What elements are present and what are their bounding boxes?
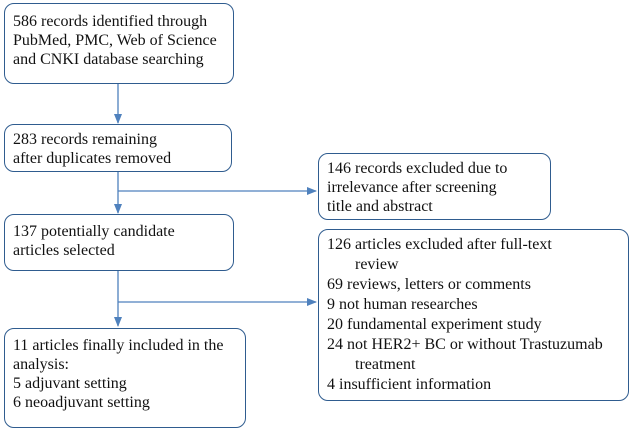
box-line: 126 articles excluded after full-text [327, 236, 552, 253]
box-line: after duplicates removed [13, 150, 172, 167]
box-candidates-selected: 137 potentially candidate articles selec… [4, 214, 234, 271]
box-line: 20 fundamental experiment study [327, 316, 542, 333]
box-line: 69 reviews, letters or comments [327, 276, 531, 293]
box-line: 137 potentially candidate [13, 223, 175, 240]
box-excluded-fulltext: 126 articles excluded after full-text re… [318, 229, 629, 401]
box-line: PubMed, PMC, Web of Science [13, 32, 217, 49]
box-excluded-screening: 146 records excluded due to irrelevance … [318, 153, 551, 220]
box-line: 6 neoadjuvant setting [13, 394, 150, 411]
box-articles-included: 11 articles finally included in the anal… [4, 328, 246, 428]
box-line: 283 records remaining [13, 131, 157, 148]
box-line: 5 adjuvant setting [13, 375, 127, 392]
box-line: 586 records identified through [13, 13, 208, 30]
box-records-remaining: 283 records remaining after duplicates r… [4, 124, 232, 172]
box-records-identified: 586 records identified through PubMed, P… [4, 3, 234, 84]
box-line: 4 insufficient information [327, 376, 492, 393]
box-line: 11 articles finally included in the [13, 337, 224, 354]
box-line: articles selected [13, 242, 115, 259]
box-line: 24 not HER2+ BC or without Trastuzumab [327, 336, 603, 353]
box-line: 9 not human researches [327, 296, 478, 313]
box-line: and CNKI database searching [13, 51, 204, 68]
box-line: 146 records excluded due to [327, 160, 508, 177]
box-line: analysis: [13, 356, 69, 373]
box-line: review [355, 256, 399, 273]
box-line: treatment [355, 356, 416, 373]
box-line: irrelevance after screening [327, 179, 497, 196]
box-line: title and abstract [327, 198, 433, 215]
